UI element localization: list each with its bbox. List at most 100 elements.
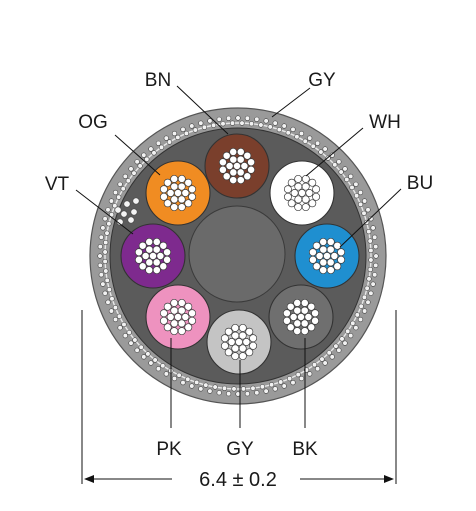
braid-strand xyxy=(315,366,321,372)
conductor-strand xyxy=(308,255,317,264)
braid-strand xyxy=(307,135,313,141)
braid-strand xyxy=(349,184,355,191)
braid-strand xyxy=(120,186,126,192)
braid-strand xyxy=(348,333,354,339)
braid-strand xyxy=(104,277,110,284)
braid-strand xyxy=(105,299,111,305)
conductor-strand xyxy=(290,189,299,197)
wire-bu xyxy=(294,223,360,289)
braid-strand xyxy=(117,181,123,187)
label-sheath-gy: GY xyxy=(308,70,336,91)
conductor-strand xyxy=(170,203,179,212)
braid-strand xyxy=(342,166,348,172)
braid-strand xyxy=(278,379,284,385)
conductor-strand xyxy=(294,182,303,191)
braid-strand xyxy=(295,372,301,378)
braid-strand xyxy=(106,287,112,293)
conductor-strand xyxy=(301,203,310,212)
conductor-strand xyxy=(297,313,305,321)
braid-strand xyxy=(267,124,273,130)
braid-strand xyxy=(357,316,364,323)
conductor-strand xyxy=(159,192,168,201)
conductor-strand xyxy=(301,174,310,183)
wire-bk xyxy=(268,284,334,350)
conductor-strand xyxy=(170,327,179,336)
braid-strand xyxy=(100,225,106,231)
conductor-strand xyxy=(282,309,291,318)
conductor-strand xyxy=(287,178,296,187)
braid-strand xyxy=(298,130,305,137)
label-vt: VT xyxy=(45,174,70,195)
conductor-strand xyxy=(294,195,303,204)
braid-strand xyxy=(244,391,250,397)
conductor-strand xyxy=(231,331,240,340)
conductor-strand xyxy=(229,168,238,177)
braid-strand xyxy=(366,229,372,235)
conductor-strand xyxy=(184,323,193,332)
braid-strand xyxy=(353,181,359,187)
braid-strand xyxy=(269,382,275,388)
braid-strand xyxy=(203,382,209,388)
braid-strand xyxy=(102,290,108,296)
braid-strand xyxy=(318,149,324,155)
conductor-strand xyxy=(229,155,238,164)
central-filler-core xyxy=(188,205,286,303)
leader-bn xyxy=(176,85,229,135)
conductor-strand xyxy=(224,327,233,336)
conductor-strand xyxy=(247,165,256,174)
braid-strand xyxy=(364,219,370,225)
conductor-strand xyxy=(307,323,316,332)
braid-strand xyxy=(128,166,134,172)
conductor-strand xyxy=(184,199,193,208)
conductor-strand xyxy=(249,341,258,350)
conductor-strand xyxy=(159,241,168,250)
braid-strand xyxy=(326,350,332,356)
conductor-strand xyxy=(134,255,143,264)
conductor-strand xyxy=(301,182,310,191)
braid-strand xyxy=(285,130,291,136)
braid-strand xyxy=(250,385,256,391)
braid-strand xyxy=(272,386,278,392)
conductor-strand xyxy=(300,319,309,328)
braid-strand xyxy=(365,299,371,305)
braid-strand xyxy=(112,316,119,323)
braid-strand xyxy=(357,189,364,196)
braid-strand xyxy=(329,354,335,360)
conductor-strand xyxy=(238,323,247,332)
braid-strand xyxy=(216,116,222,122)
conductor-strand xyxy=(170,306,179,315)
conductor-strand xyxy=(326,245,335,254)
conductor-strand xyxy=(163,248,172,257)
conductor-strand xyxy=(177,195,186,204)
dimension-arrow-right xyxy=(384,475,394,483)
conductor-strand xyxy=(283,192,292,201)
conductor-strand xyxy=(166,313,175,321)
braid-strand xyxy=(100,281,106,287)
conductor-strand xyxy=(231,352,240,361)
braid-strand xyxy=(240,386,247,392)
conductor-strand xyxy=(312,241,321,250)
conductor-strand xyxy=(319,266,328,275)
braid-strand xyxy=(122,173,128,179)
braid-strand xyxy=(221,385,228,391)
conductor-strand xyxy=(245,348,254,357)
braid-strand xyxy=(166,139,173,145)
braid-strand xyxy=(354,312,360,318)
conductor-strand xyxy=(333,262,342,271)
conductor-strand xyxy=(177,182,186,191)
braid-strand xyxy=(97,262,103,269)
conductor-strand xyxy=(184,302,193,311)
braid-strand xyxy=(220,121,226,127)
conductor-strand xyxy=(301,195,310,204)
braid-strand xyxy=(345,328,351,334)
braid-strand xyxy=(294,134,300,140)
conductor-strand xyxy=(300,298,309,307)
braid-strand xyxy=(134,347,140,353)
conductor-strand xyxy=(159,185,168,194)
braid-strand xyxy=(148,146,154,152)
conductor-strand xyxy=(249,334,258,343)
conductor-strand xyxy=(145,237,154,246)
braid-strand xyxy=(109,296,115,302)
braid-strand xyxy=(368,216,374,222)
braid-strand xyxy=(372,272,378,278)
